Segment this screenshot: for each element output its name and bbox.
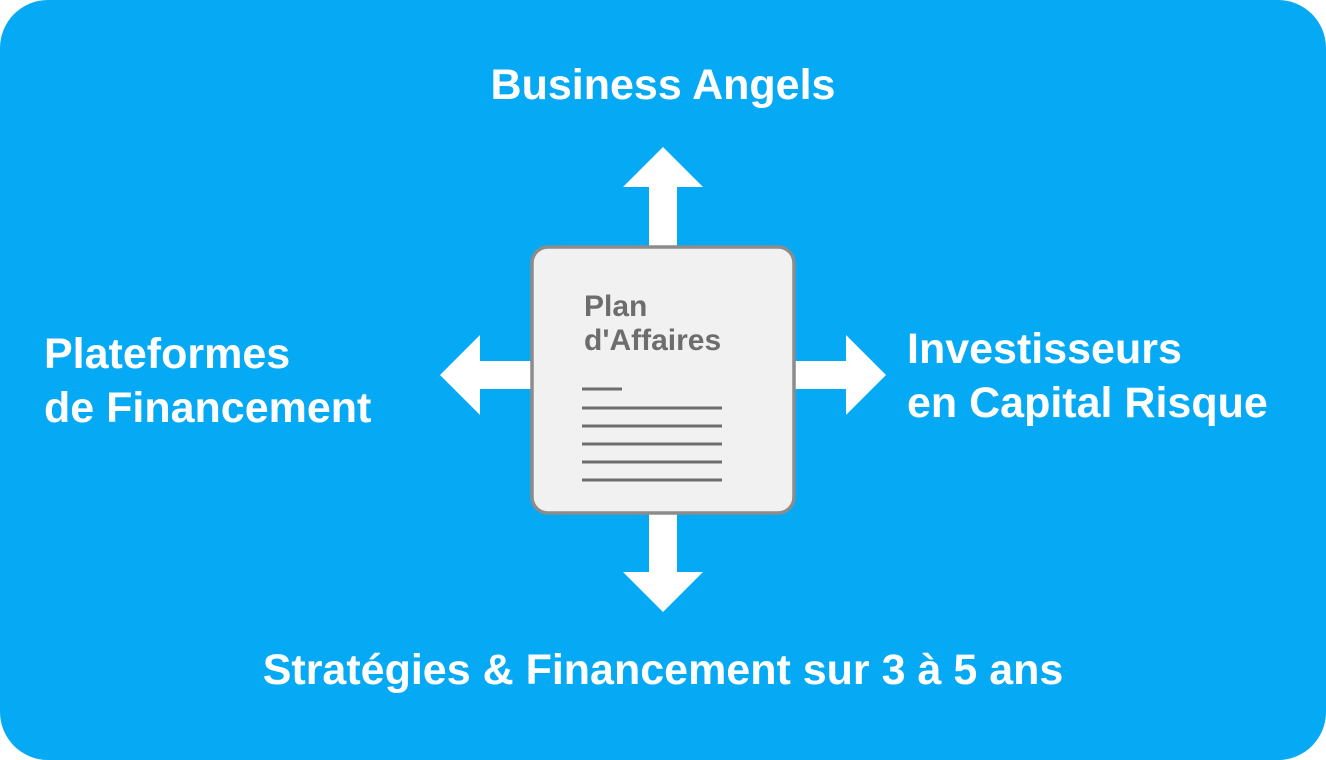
document-icon [530,245,796,515]
arrow-down [623,512,703,612]
arrow-up [623,147,703,248]
node-strategies-financement: Stratégies & Financement sur 3 à 5 ans [0,643,1326,697]
node-top-label: Business Angels [490,61,836,109]
node-bottom-label: Stratégies & Financement sur 3 à 5 ans [262,646,1064,694]
document-title-line2: d'Affaires [584,324,722,357]
node-right-label-line1: Investisseurs [907,325,1182,373]
document-card [530,245,796,515]
node-business-angels: Business Angels [0,58,1326,112]
node-plateformes-financement: Plateformes de Financement [44,327,371,435]
node-investisseurs-capital-risque: Investisseurs en Capital Risque [907,322,1268,430]
node-right-label-line2: en Capital Risque [907,379,1268,427]
document-title: Plan d'Affaires [584,290,721,358]
arrow-left [440,335,533,415]
node-left-label-line1: Plateformes [44,330,291,378]
document-title-line1: Plan [584,290,648,323]
arrow-right [793,335,886,415]
node-left-label-line2: de Financement [44,384,372,432]
